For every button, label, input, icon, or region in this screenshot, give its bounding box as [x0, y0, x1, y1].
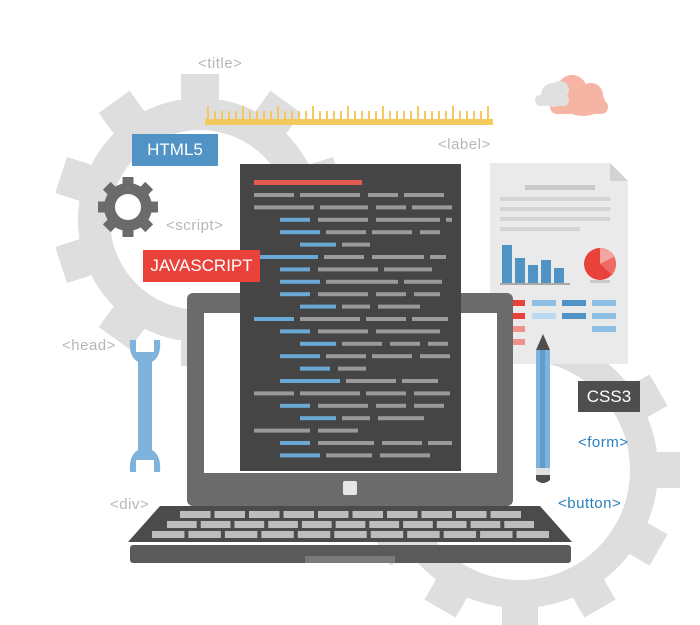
- keyboard: [152, 511, 549, 538]
- button-tag: <button>: [558, 495, 622, 512]
- ruler-icon: [205, 106, 493, 125]
- code-editor-panel: [240, 164, 461, 471]
- wrench-icon: [129, 340, 161, 472]
- form-tag: <form>: [578, 434, 629, 451]
- small-gear-icon: [98, 177, 158, 237]
- cloud-icon: [535, 75, 608, 116]
- code-line-highlight: [254, 180, 362, 185]
- javascript-badge: JAVASCRIPT: [143, 250, 260, 282]
- title-tag: <title>: [198, 55, 243, 72]
- head-tag: <head>: [62, 337, 116, 354]
- pencil-icon: [536, 334, 550, 483]
- code-lines: [254, 193, 452, 458]
- div-tag: <div>: [110, 496, 150, 513]
- document-pie-chart: [584, 248, 616, 283]
- document-icon: [490, 163, 628, 364]
- label-tag: <label>: [438, 136, 491, 153]
- document-bar-chart: [500, 245, 570, 285]
- script-tag: <script>: [166, 217, 224, 234]
- html5-badge: HTML5: [132, 134, 218, 166]
- css3-badge: CSS3: [578, 381, 640, 412]
